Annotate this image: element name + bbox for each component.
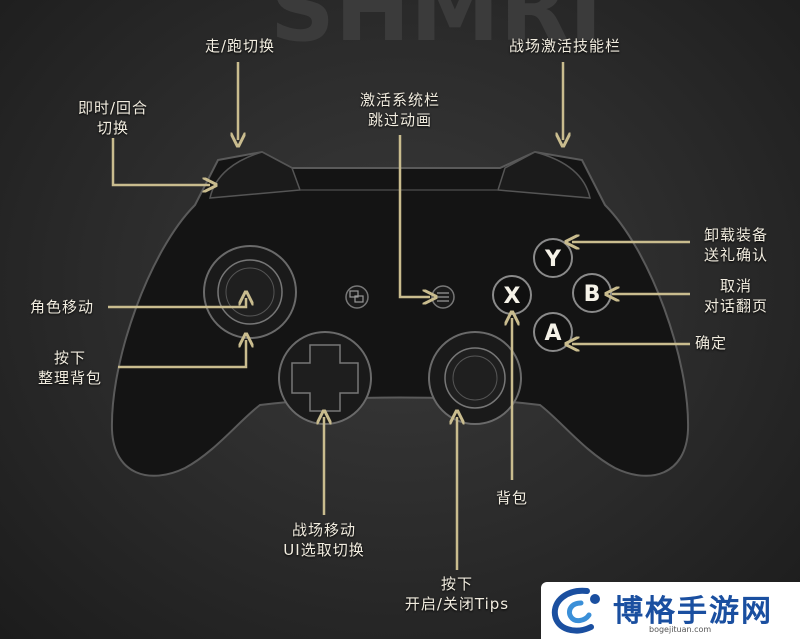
label-unequip-line1: 卸载装备 xyxy=(703,226,768,244)
right-stick xyxy=(428,331,522,425)
svg-text:A: A xyxy=(544,321,561,346)
a-button: A xyxy=(533,312,573,352)
label-organize-bag-line2: 整理背包 xyxy=(37,369,102,387)
view-button xyxy=(345,285,369,309)
label-battle-move: 战场移动 UI选取切换 xyxy=(262,520,386,560)
label-cancel-line1: 取消 xyxy=(719,277,752,295)
label-organize-bag-line1: 按下 xyxy=(53,349,86,367)
left-stick xyxy=(203,245,297,339)
label-walk-run: 走/跑切换 xyxy=(204,37,276,55)
label-battle-move-line1: 战场移动 xyxy=(291,521,356,539)
watermark-url: bogejituan.com xyxy=(649,625,712,634)
callout-lines xyxy=(108,62,690,570)
label-organize-bag: 按下 整理背包 xyxy=(20,348,120,388)
label-system-bar-line2: 跳过动画 xyxy=(367,111,432,129)
label-move-character: 角色移动 xyxy=(30,298,95,316)
y-button: Y xyxy=(533,238,573,278)
label-unequip: 卸载装备 送礼确认 xyxy=(690,225,782,265)
label-toggle-tips-line2: 开启/关闭Tips xyxy=(404,595,510,613)
label-system-bar-line1: 激活系统栏 xyxy=(359,91,440,109)
label-toggle-tips-line1: 按下 xyxy=(440,575,473,593)
svg-text:Y: Y xyxy=(544,247,562,272)
label-cancel: 取消 对话翻页 xyxy=(690,276,782,316)
svg-text:X: X xyxy=(504,284,521,309)
label-unequip-line2: 送礼确认 xyxy=(703,246,768,264)
svg-text:B: B xyxy=(584,282,601,307)
label-toggle-tips: 按下 开启/关闭Tips xyxy=(385,574,529,614)
menu-button xyxy=(431,285,455,309)
label-battle-move-line2: UI选取切换 xyxy=(283,541,365,559)
b-button: B xyxy=(572,273,612,313)
x-button: X xyxy=(492,275,532,315)
bg-decoration: SHMRI xyxy=(270,0,603,62)
label-battle-skill-bar: 战场激活技能栏 xyxy=(508,37,621,55)
watermark-name: 博格手游网 xyxy=(613,594,773,629)
watermark-logo-icon xyxy=(551,587,600,634)
label-system-bar: 激活系统栏 跳过动画 xyxy=(345,90,455,130)
label-realtime-turn-line1: 即时/回合 xyxy=(77,99,149,117)
label-realtime-turn-line2: 切换 xyxy=(96,119,129,137)
label-confirm: 确定 xyxy=(695,334,728,352)
watermark: 博格手游网 bogejituan.com xyxy=(541,582,800,639)
label-realtime-turn: 即时/回合 切换 xyxy=(58,98,168,138)
dpad xyxy=(278,331,372,425)
label-backpack: 背包 xyxy=(495,489,528,507)
label-cancel-line2: 对话翻页 xyxy=(703,297,768,315)
